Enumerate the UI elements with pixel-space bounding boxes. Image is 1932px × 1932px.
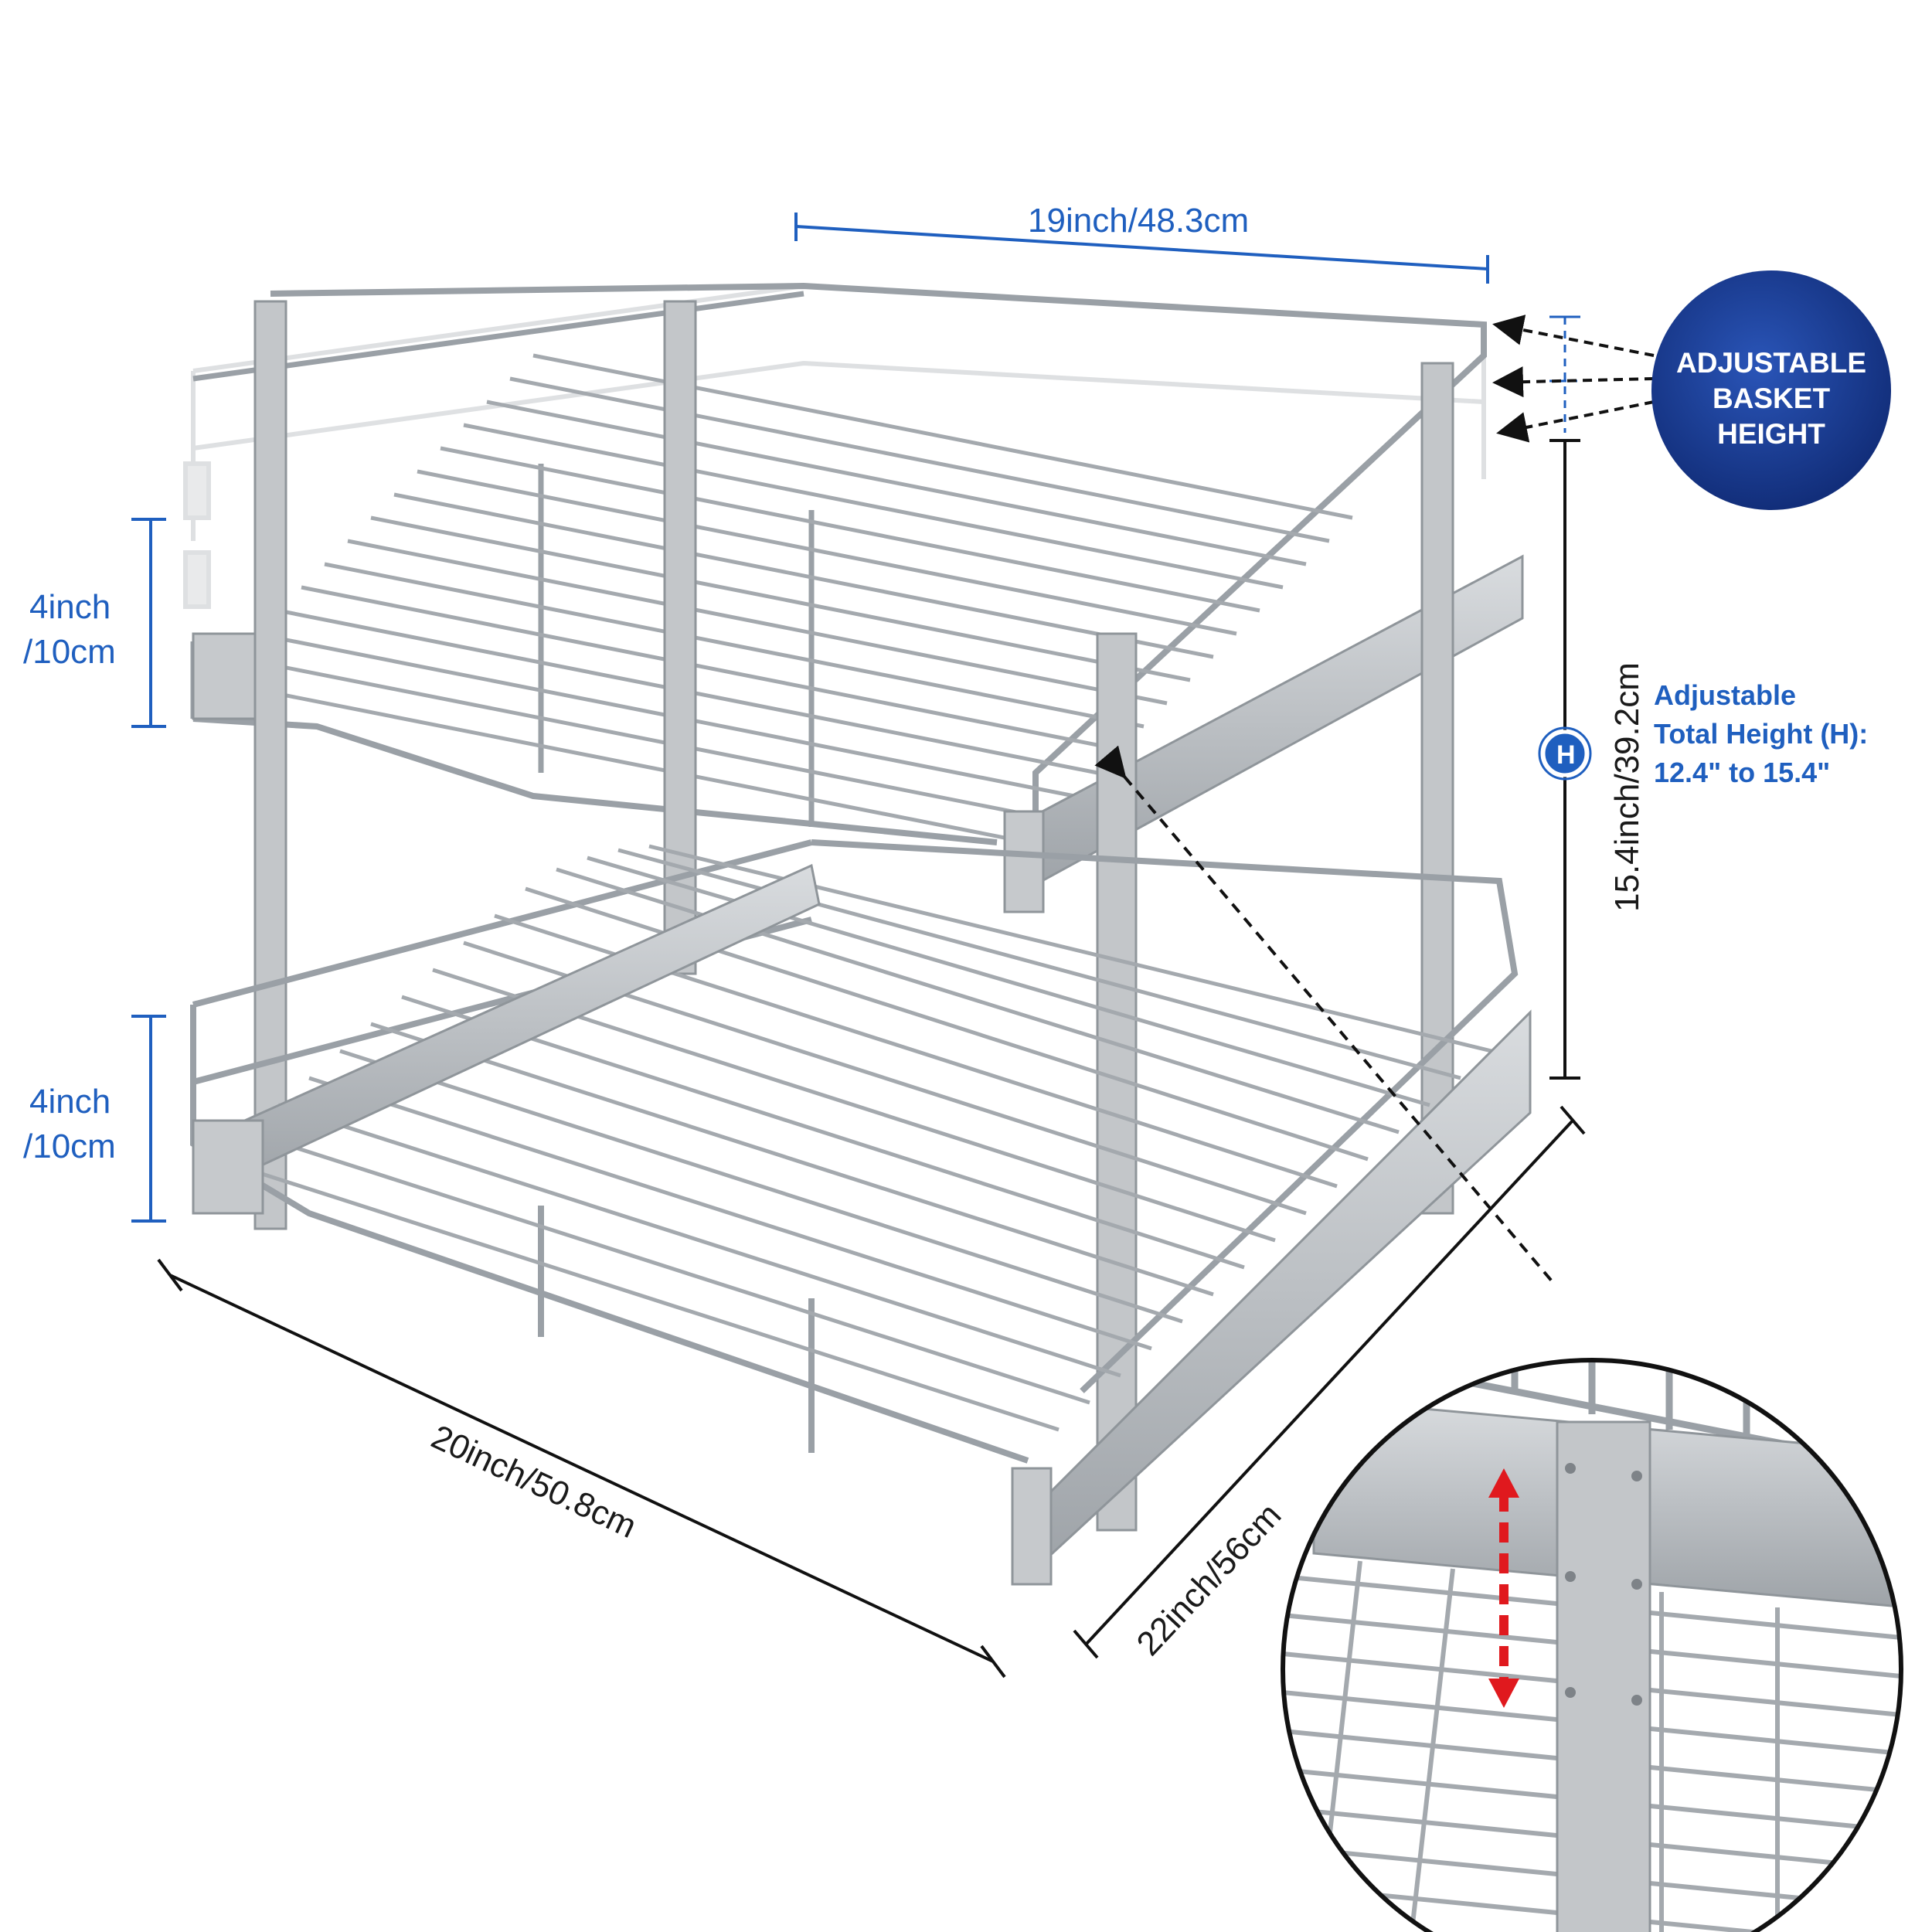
upper-height-line1: 4inch bbox=[29, 588, 111, 626]
basket-illustration bbox=[183, 282, 1532, 1586]
total-height-label: 15.4inch/39.2cm bbox=[1608, 662, 1646, 912]
badge-line1: ADJUSTABLE bbox=[1676, 347, 1866, 379]
height-note: Adjustable Total Height (H): 12.4" to 15… bbox=[1654, 679, 1868, 788]
zoom-detail bbox=[1281, 1358, 1903, 1932]
badge-line2: BASKET bbox=[1713, 383, 1831, 414]
lower-height-line1: 4inch bbox=[29, 1083, 111, 1121]
adjustable-height-badge: ADJUSTABLE BASKET HEIGHT bbox=[1492, 270, 1891, 510]
upper-basket-height-dimension: 4inch /10cm bbox=[23, 518, 166, 728]
h-marker-icon bbox=[1541, 730, 1589, 777]
adjust-arrow-icon bbox=[1488, 1468, 1519, 1708]
height-note-line1: Adjustable bbox=[1654, 679, 1796, 711]
upper-height-line2: /10cm bbox=[23, 633, 116, 671]
width-dimension: 19inch/48.3cm bbox=[794, 202, 1489, 284]
badge-line3: HEIGHT bbox=[1717, 418, 1825, 450]
lower-height-line2: /10cm bbox=[23, 1128, 116, 1165]
total-height-dimension: 15.4inch/39.2cm H bbox=[1538, 315, 1646, 1080]
width-label: 19inch/48.3cm bbox=[1028, 202, 1249, 240]
height-note-line3: 12.4" to 15.4" bbox=[1654, 757, 1830, 788]
side-depth-label: 22inch/56cm bbox=[1129, 1496, 1288, 1663]
height-note-line2: Total Height (H): bbox=[1654, 718, 1868, 750]
lower-basket-height-dimension: 4inch /10cm bbox=[23, 1015, 166, 1223]
front-depth-dimension: 20inch/50.8cm bbox=[157, 1258, 1006, 1679]
h-marker-label: H bbox=[1556, 740, 1576, 770]
